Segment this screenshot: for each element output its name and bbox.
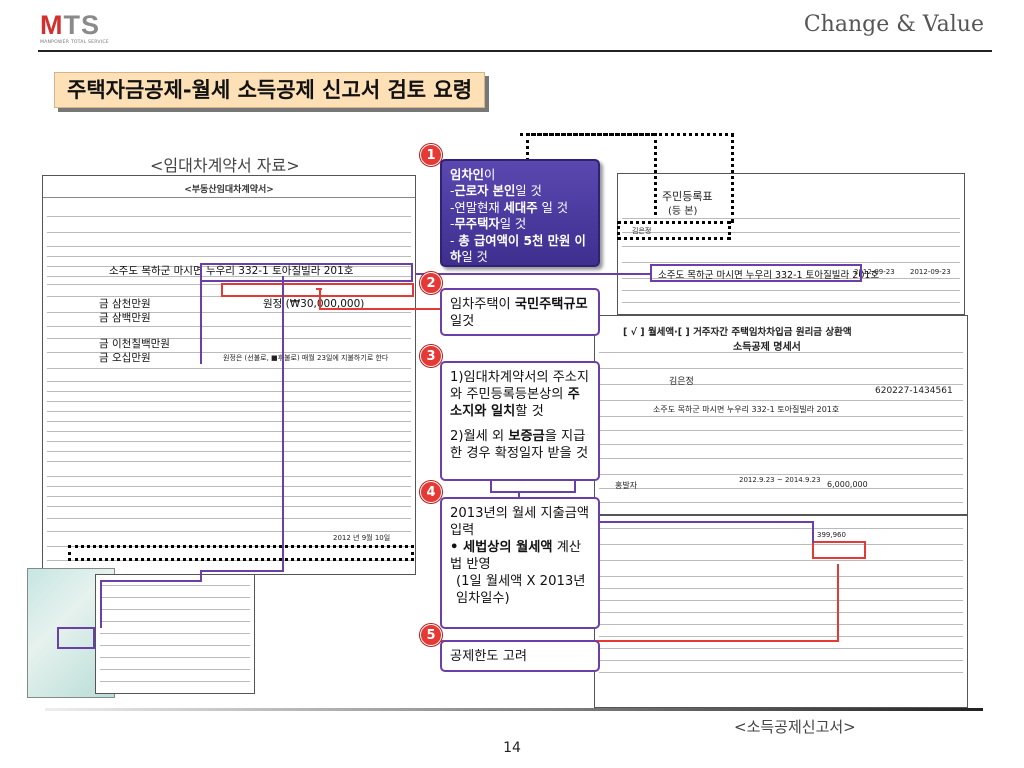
rent-deduction-statement: [ √ ] 월세액·[ ] 거주자간 주택임차차입금 원리금 상환액 소득공제 …: [594, 315, 968, 515]
statement-landlord: 홍발자: [615, 481, 638, 490]
callout-5-number: 5: [420, 624, 442, 646]
callout-1-line-5: - 총 급여액이 5천 만원 이하일 것: [450, 233, 586, 265]
area-highlight-box: [221, 283, 414, 297]
callout-1-box: 임차인이 -근로자 본인일 것 -연말현재 세대주 일 것 -무주택자일 것 -…: [440, 159, 600, 267]
resident-date-1: 2012-09-23: [854, 268, 895, 276]
lease-balance: 금 이천칠백만원: [99, 338, 170, 350]
lease-contract-document: <부동산임대차계약서> 소주도 목하군 마시면 누우리 332-1 토아질빌라 …: [42, 175, 416, 575]
dotted-connector-2: [526, 133, 529, 161]
statement-name: 김은정: [669, 377, 694, 387]
callout-1-number: 1: [420, 144, 442, 166]
callout-2-number: 2: [420, 272, 442, 294]
right-caption: <소득공제신고서>: [734, 718, 856, 736]
connector-purple-11: [812, 521, 814, 543]
callout-1-line-4: -무주택자일 것: [450, 217, 527, 232]
callout-3-number: 3: [420, 345, 442, 367]
lease-date: 2012 년 9월 10일: [333, 534, 391, 542]
tagline: Change & Value: [803, 12, 984, 37]
callout-3-text-b: 2)월세 외 보증금을 지급한 경우 확정일자 받을 것: [450, 429, 589, 461]
connector-red-3: [319, 308, 441, 310]
connector-red-4: [440, 640, 838, 642]
resident-date-2: 2012-09-23: [910, 268, 951, 276]
company-logo: MTS MANPOWER TOTAL SERVICE: [40, 12, 126, 48]
connector-purple-8: [440, 273, 650, 275]
form-amount: 399,960: [817, 531, 846, 539]
logo-ts: TS: [63, 10, 101, 40]
income-deduction-form: 399,960: [594, 515, 968, 708]
resident-doc-subtitle: (등 본): [668, 206, 698, 217]
resident-address-highlight: [650, 264, 862, 282]
callout-3-text-a: 1)임대차계약서의 주소지와 주민등록등본상의 주소지와 일치할 것: [450, 370, 590, 419]
header-rule: [38, 50, 992, 52]
connector-purple-1: [200, 264, 202, 364]
address-highlight-box: [200, 263, 413, 282]
statement-annual-rent: 6,000,000: [827, 480, 868, 489]
callout-2-box: 임차주택이 국민주택규모일것: [440, 288, 600, 336]
logo-m: M: [40, 10, 64, 40]
callout-4-box: 2013년의 월세 지출금액 입력 • 세법상의 월세액 계산법 반영 (1일 …: [440, 497, 600, 629]
resident-copy-thumbnail: [95, 574, 255, 694]
callout-3-box: 1)임대차계약서의 주소지와 주민등록등본상의 주소지와 일치할 것 2)월세 …: [440, 361, 600, 481]
resident-name: 김은정: [632, 227, 652, 235]
callout-1-line-1: 임차인이: [450, 168, 496, 182]
connector-purple-3: [200, 570, 284, 572]
connector-red-5: [837, 564, 839, 642]
lease-deposit-won: 원정 (₩30,000,000): [263, 298, 365, 310]
callout-1-line-3: -연말현재 세대주 일 것: [450, 200, 569, 215]
callout-4-text3: (1일 월세액 X 2013년 임차일수): [456, 574, 586, 606]
id-highlight-box: [57, 627, 95, 649]
statement-address: 소주도 목하군 마시면 누우리 332-1 토아질빌라 201호: [653, 405, 840, 414]
callout-5-box: 공제한도 고려: [440, 640, 600, 672]
statement-id-number: 620227-1434561: [875, 386, 953, 396]
statement-title-1: [ √ ] 월세액·[ ] 거주자간 주택임차차입금 원리금 상환액: [623, 327, 852, 338]
lease-deposit: 금 삼천만원: [99, 298, 151, 310]
connector-purple-2: [282, 276, 284, 572]
connector-purple-4: [200, 570, 202, 580]
callout-1-line-2: -근로자 본인일 것: [450, 184, 542, 199]
connector-red-2: [319, 288, 321, 310]
dotted-connector-3: [654, 133, 657, 215]
connector-purple-5: [100, 580, 202, 582]
lease-monthly-note: 원정은 (선불로, ■후불로) 매월 23일에 지불하기로 한다: [223, 354, 389, 362]
lease-doc-header: <부동산임대차계약서>: [43, 176, 415, 198]
lease-monthly-rent: 금 오십만원: [99, 352, 151, 364]
householder-highlight-box: [617, 221, 731, 240]
dotted-connector-4: [731, 133, 734, 223]
resident-doc-title: 주민등록표: [662, 190, 713, 203]
lease-contract-amount: 금 삼백만원: [99, 312, 151, 324]
callout-4-text2: • 세법상의 월세액 계산법 반영: [450, 540, 582, 572]
left-caption: <임대차계약서 자료>: [150, 156, 300, 175]
connector-purple-6: [100, 580, 102, 628]
connector-purple-10: [518, 521, 814, 523]
resident-registration-document: 주민등록표 (등 본) 김은정 소주도 목하군 마시면 누우리 332-1 토아…: [617, 173, 965, 315]
page-title: 주택자금공제-월세 소득공제 신고서 검토 요령: [54, 72, 486, 108]
lease-address: 소주도 목하군 마시면 누우리 332-1 토아질빌라 201호: [109, 265, 354, 277]
callout-4-number: 4: [420, 481, 442, 503]
callout-4-text: 2013년의 월세 지출금액 입력: [450, 506, 590, 538]
dotted-connector-5: [520, 133, 734, 136]
logo-subtitle: MANPOWER TOTAL SERVICE: [40, 40, 109, 45]
tenant-highlight-box: [68, 545, 414, 561]
statement-title-2: 소득공제 명세서: [733, 342, 801, 353]
footer-rule: [45, 708, 983, 711]
resident-address: 소주도 목하군 마시면 누우리 332-1 토아질빌라 201호: [658, 270, 880, 281]
rent-amount-highlight: [812, 541, 866, 559]
statement-period: 2012.9.23 ~ 2014.9.23: [739, 476, 821, 484]
page-number: 14: [503, 740, 521, 756]
